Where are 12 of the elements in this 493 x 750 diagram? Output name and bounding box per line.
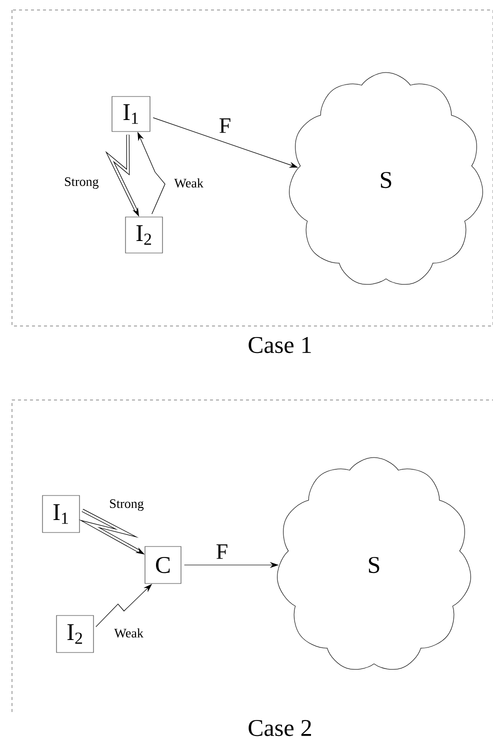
edge-label: Strong (110, 499, 144, 511)
text-box: I$_{1}$ (42, 495, 80, 533)
text-box: I$_{2}$ (125, 216, 163, 254)
edge-label: Strong (65, 177, 99, 189)
node-label: Case 1 (248, 336, 311, 354)
text-box: I$_{1}$ (112, 96, 150, 132)
edge-label: Weak (114, 628, 144, 638)
edge-label: F (216, 544, 228, 559)
edge-label: F (220, 118, 230, 133)
edge-label: Weak (174, 178, 204, 188)
text-box: C (144, 546, 182, 584)
text-box: I$_{2}$ (56, 615, 94, 653)
